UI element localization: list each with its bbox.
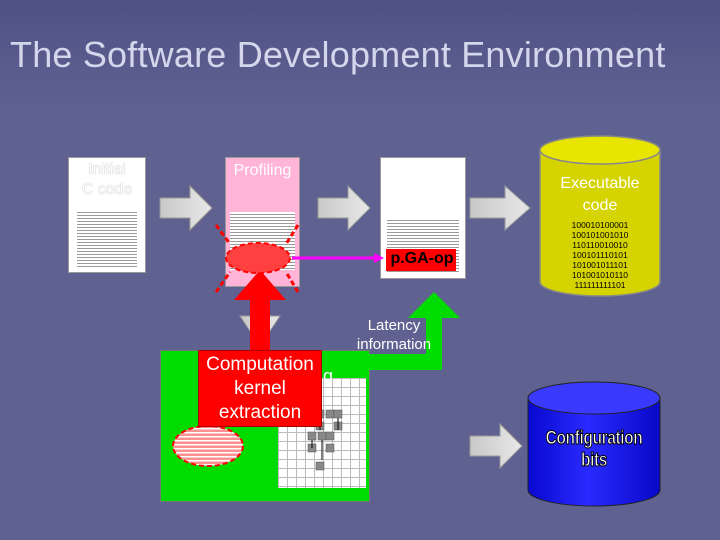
initial-code-document: Initial C code xyxy=(68,157,146,273)
binary-line: 101001011101 xyxy=(572,260,628,270)
executable-label-1: Executable xyxy=(560,175,640,192)
binary-line: 111111111101 xyxy=(574,280,626,290)
executable-cylinder xyxy=(539,135,661,297)
assembler-label-3: Scheduler xyxy=(395,196,451,210)
slide-title: The Software Development Environment xyxy=(10,34,666,75)
profiling-label: Profiling xyxy=(233,162,292,179)
pga-op-label: p.GA-op xyxy=(390,250,454,267)
code-lines xyxy=(77,210,137,268)
binary-line: 101001010110 xyxy=(571,270,629,280)
arrow-to-configuration xyxy=(469,422,523,470)
assembler-label-2: Level xyxy=(408,182,438,196)
kernel-label-2: kernel xyxy=(234,378,286,399)
binary-line: 100101110101 xyxy=(572,250,628,260)
initial-code-label-2: C code xyxy=(81,181,133,198)
configuration-cylinder xyxy=(527,381,661,507)
arrow-profiling-to-scheduler xyxy=(317,184,371,232)
initial-code-label-1: Initial xyxy=(88,161,126,178)
kernel-label-1: Computation xyxy=(206,354,314,375)
binary-line: 110110010010 xyxy=(572,240,628,250)
title-band xyxy=(0,0,720,110)
kernel-code-ellipse xyxy=(172,425,244,467)
kernel-hidden-suffix: g xyxy=(323,366,334,386)
kernel-extraction-box: Computation kernel extraction xyxy=(198,350,322,427)
binary-line: 100101001010 xyxy=(571,230,629,240)
arrow-scheduler-to-executable xyxy=(469,184,531,232)
binary-listing: 100010100001 100101001010 110110010010 1… xyxy=(560,220,640,290)
green-latency-arrow xyxy=(368,292,460,370)
hot-kernel-ellipse xyxy=(225,242,291,274)
latency-label-1: Latency xyxy=(367,317,421,334)
assembler-label-1: Assembler xyxy=(394,168,452,182)
arrow-code-to-profiling xyxy=(159,184,213,232)
pga-op-bar xyxy=(386,249,456,271)
red-up-arrow xyxy=(234,270,286,374)
latency-label-2: information xyxy=(356,336,432,353)
binary-line: 100010100001 xyxy=(571,220,629,230)
executable-label-2: code xyxy=(582,197,618,214)
kernel-label-3: extraction xyxy=(218,402,302,423)
configuration-label: Configuration bits xyxy=(545,428,643,472)
